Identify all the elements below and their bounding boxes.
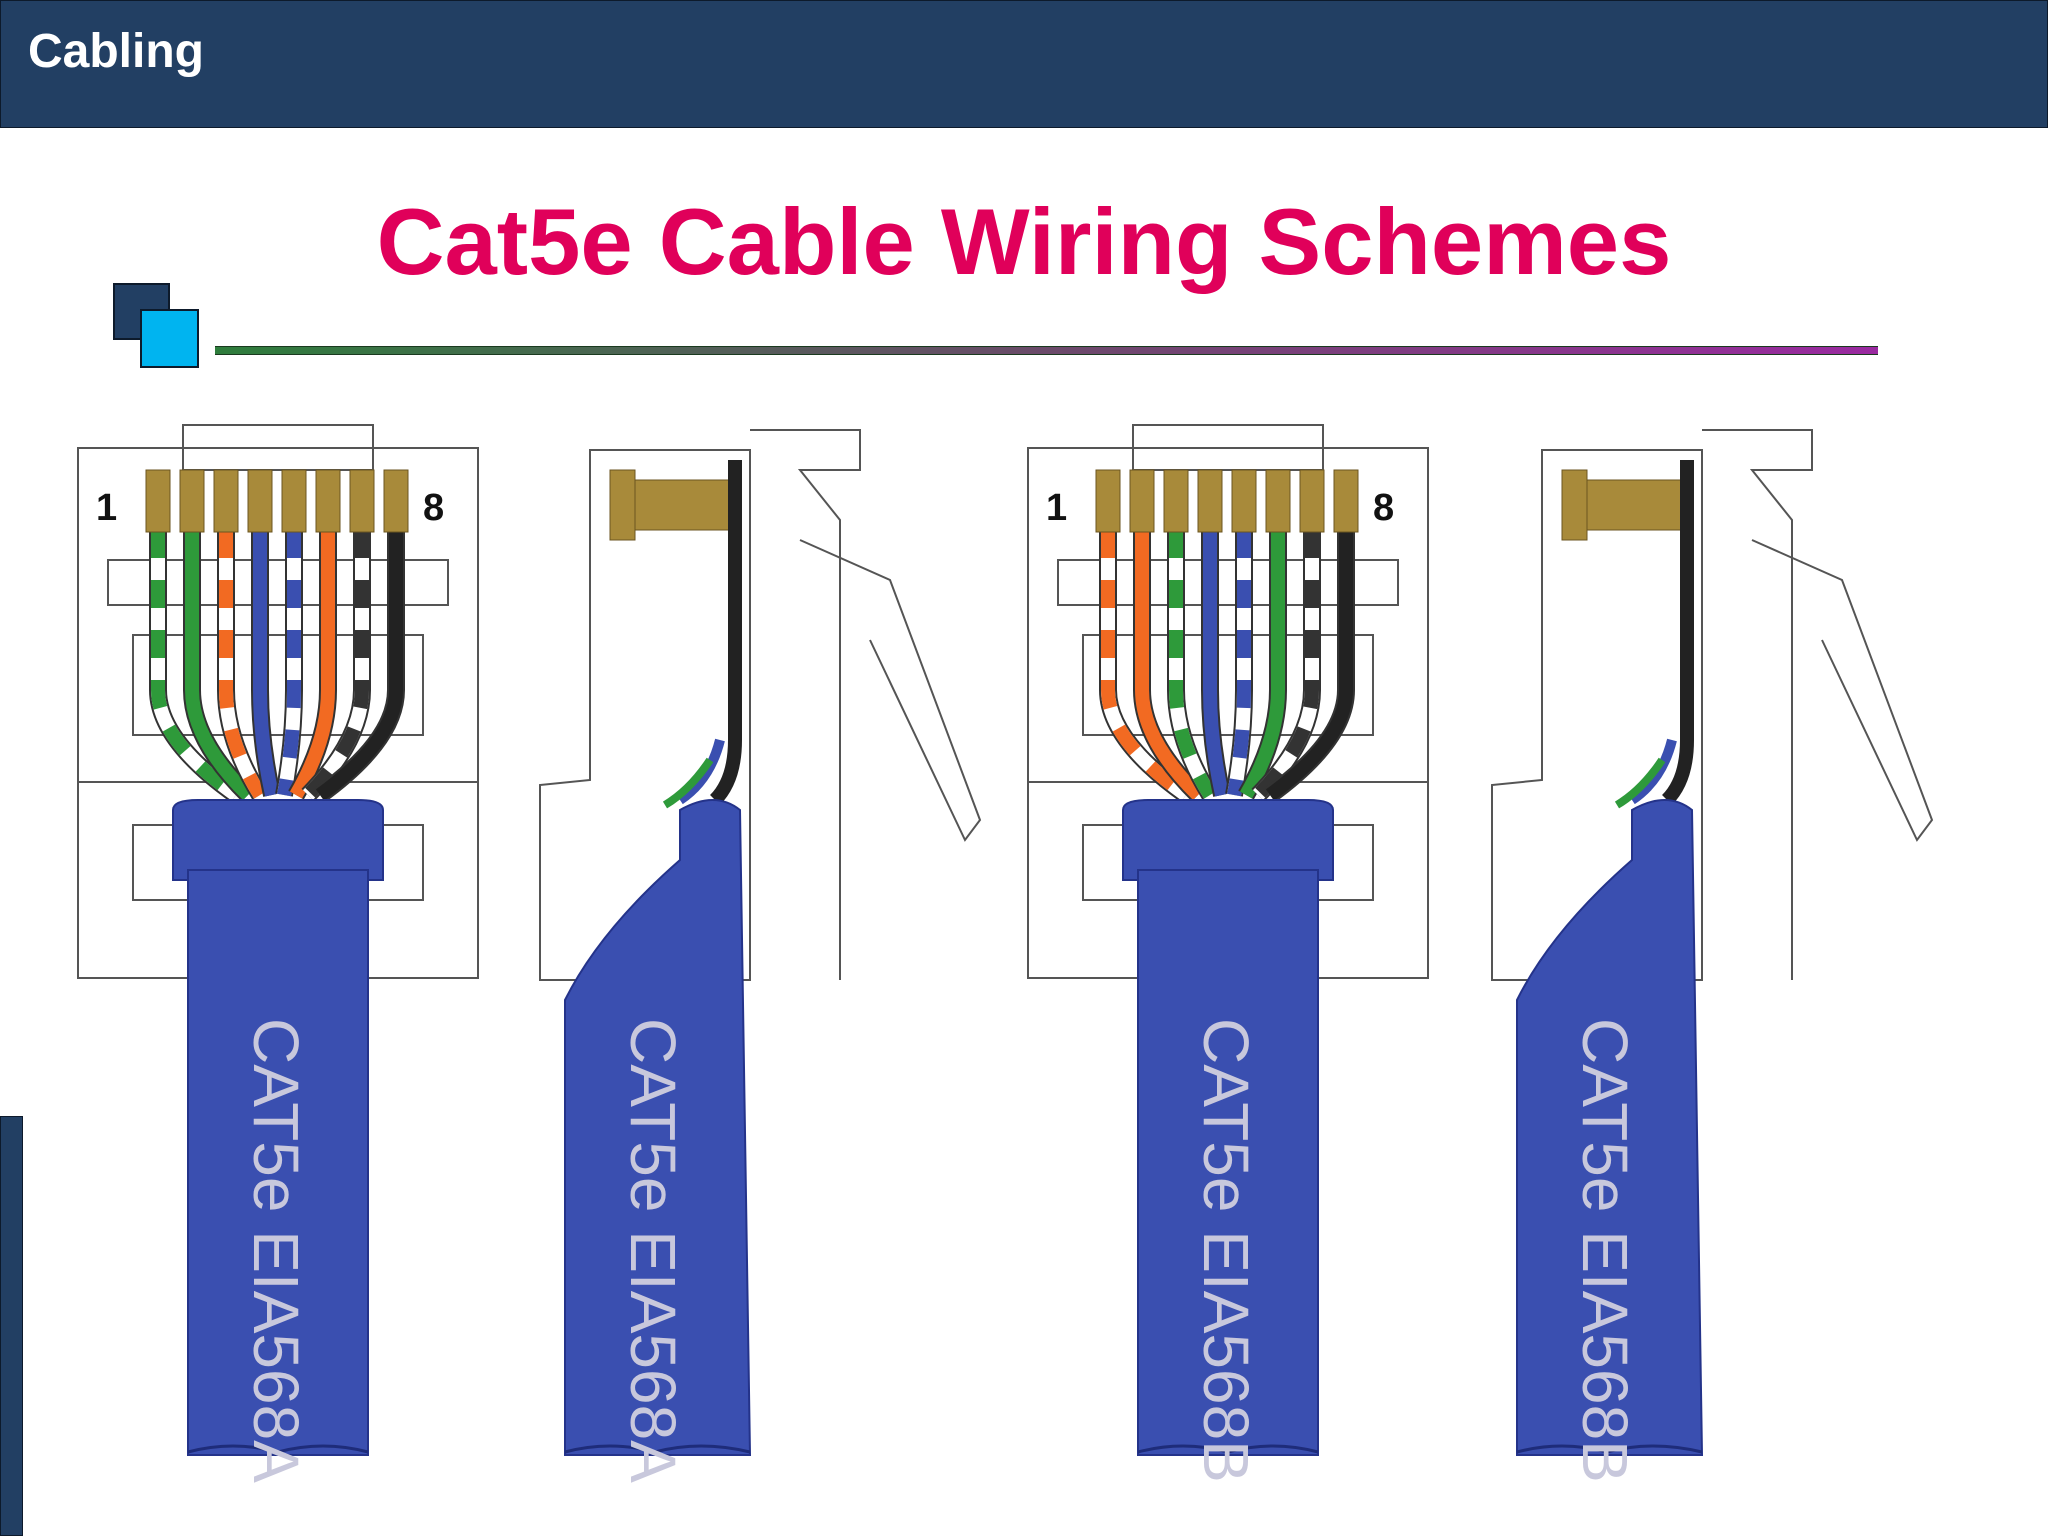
connector-window (132, 634, 424, 736)
connector-tab (1132, 424, 1324, 471)
side-body (1491, 449, 1703, 981)
connector-bar (107, 559, 449, 606)
side-wire (709, 460, 742, 805)
side-contact-head (1561, 469, 1588, 541)
title-underline (215, 346, 1878, 355)
cable-end (187, 1444, 369, 1454)
cable-end (564, 1444, 751, 1454)
gold-contact (1231, 469, 1257, 533)
side-outline-upper (1702, 429, 1813, 980)
latch-lever (1751, 539, 1934, 842)
gold-contact (1095, 469, 1121, 533)
wire (1135, 480, 1203, 800)
connector-window (1082, 634, 1374, 736)
wire (1203, 480, 1229, 797)
wire (185, 480, 253, 800)
wire-stripe (1169, 480, 1216, 799)
gold-contact (1163, 469, 1189, 533)
wire-stripe (1101, 480, 1191, 801)
wire (253, 480, 279, 797)
cable-label: CAT5e EIA568B (1569, 1018, 1641, 1483)
side-wire (1629, 738, 1677, 805)
pin-label-last: 8 (1373, 487, 1394, 529)
side-outline-upper (750, 429, 861, 980)
cable-jacket (1137, 869, 1319, 1456)
side-jacket (564, 799, 752, 1456)
wire (315, 480, 403, 801)
side-jacket (1516, 799, 1704, 1456)
gold-contact (281, 469, 307, 533)
cable-end (1137, 1444, 1319, 1454)
gold-contact (179, 469, 205, 533)
gold-contact (1299, 469, 1325, 533)
gold-contact (1265, 469, 1291, 533)
gold-contact (247, 469, 273, 533)
decor-square-light (140, 309, 199, 368)
pin-label-last: 8 (423, 487, 444, 529)
wire-stripe (1227, 480, 1251, 797)
side-contact-head (609, 469, 636, 541)
wire (1239, 480, 1285, 799)
cable-label: CAT5e EIA568B (1190, 1018, 1262, 1483)
gold-contact (1333, 469, 1359, 533)
wire-stripe (219, 480, 266, 799)
latch-lever (799, 539, 982, 842)
connector-bar (1057, 559, 1399, 606)
cable-label: CAT5e EIA568A (240, 1018, 312, 1483)
jacket-collar (1122, 799, 1334, 881)
side-wire (677, 738, 725, 805)
side-wire (1661, 460, 1694, 805)
wire-stripe (277, 480, 301, 797)
cable-end (1516, 1444, 1703, 1454)
gold-contact (1129, 469, 1155, 533)
jacket-collar (172, 799, 384, 881)
gold-contact (315, 469, 341, 533)
gold-contact (1197, 469, 1223, 533)
cable-jacket (187, 869, 369, 1456)
connector-tab (182, 424, 374, 471)
gold-contact (213, 469, 239, 533)
gold-contact (349, 469, 375, 533)
gold-contact (145, 469, 171, 533)
side-wire (1614, 757, 1666, 809)
wire (1265, 480, 1353, 801)
cable-label: CAT5e EIA568A (617, 1018, 689, 1483)
wire-stripe (303, 480, 369, 800)
gold-contact (383, 469, 409, 533)
pin-label-first: 1 (1046, 487, 1067, 529)
wire-stripe (1253, 480, 1319, 800)
side-body (539, 449, 751, 981)
slide-title: Cat5e Cable Wiring Schemes (376, 189, 1672, 294)
pin-label-first: 1 (96, 487, 117, 529)
header-bar (0, 0, 2048, 128)
wire (289, 480, 335, 799)
header-title: Cabling (28, 25, 204, 78)
cable-2: CAT5e EIA568A (539, 429, 982, 1483)
cable-4: CAT5e EIA568B (1491, 429, 1934, 1483)
side-wire (662, 757, 714, 809)
wire-stripe (151, 480, 241, 801)
